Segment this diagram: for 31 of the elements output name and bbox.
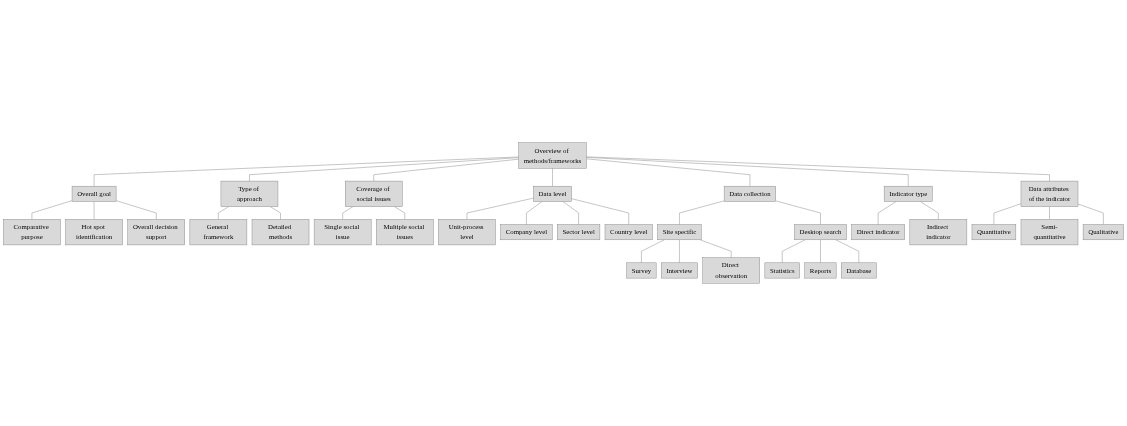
connector	[218, 206, 230, 220]
connector	[775, 200, 821, 225]
connector	[877, 201, 897, 225]
connector	[373, 158, 519, 182]
connector	[93, 201, 95, 220]
connector	[993, 203, 1022, 225]
connector	[1077, 203, 1104, 225]
connector	[115, 200, 157, 220]
connector	[586, 158, 751, 187]
connector	[641, 239, 665, 264]
connector	[586, 157, 909, 187]
connector	[394, 206, 406, 220]
connector	[699, 239, 732, 258]
connector	[562, 201, 579, 225]
connector	[835, 239, 860, 264]
connector	[820, 239, 821, 264]
connector	[466, 197, 534, 220]
connector	[586, 156, 1050, 182]
connector	[919, 201, 939, 220]
connector	[571, 198, 630, 225]
connector	[552, 168, 553, 187]
connector	[249, 157, 519, 182]
connector	[781, 239, 806, 264]
connector	[31, 200, 73, 220]
connector	[679, 239, 680, 264]
connector	[1049, 206, 1050, 220]
connector	[679, 200, 725, 225]
connector	[269, 206, 281, 220]
connector	[342, 206, 354, 220]
connector	[526, 201, 543, 225]
connector	[93, 156, 519, 187]
